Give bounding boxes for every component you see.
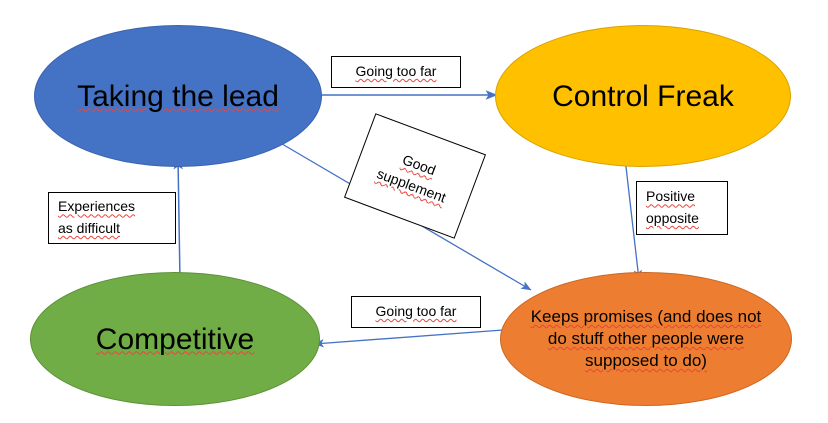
node-competitive[interactable]: Competitive xyxy=(30,272,320,406)
edge-label-positive-opposite-text: Positive opposite xyxy=(646,188,699,226)
edge-label-going-too-far-bottom-text: Going too far xyxy=(375,303,457,320)
node-keeps-promises[interactable]: Keeps promises (and does not do stuff ot… xyxy=(500,272,792,406)
node-taking-the-lead-label: Taking the lead xyxy=(77,79,279,113)
node-competitive-label: Competitive xyxy=(95,322,255,356)
edge-keeps-promises-to-competitive xyxy=(313,329,504,348)
edge-label-experiences-as-difficult[interactable]: Experiences as difficult xyxy=(48,192,176,244)
edge-label-good-supplement-text: Good supplement xyxy=(374,151,449,206)
node-control-freak[interactable]: Control Freak xyxy=(495,25,791,167)
edge-label-going-too-far-bottom[interactable]: Going too far xyxy=(351,296,481,328)
node-control-freak-label: Control Freak xyxy=(552,79,734,113)
edge-label-going-too-far-top-text: Going too far xyxy=(355,63,437,80)
node-keeps-promises-label: Keeps promises (and does not do stuff ot… xyxy=(530,306,762,371)
edge-competitive-to-taking-the-lead xyxy=(173,157,183,282)
node-taking-the-lead[interactable]: Taking the lead xyxy=(34,25,322,167)
edge-label-going-too-far-top[interactable]: Going too far xyxy=(331,56,461,88)
edge-control-freak-to-keeps-promises xyxy=(624,157,643,281)
edge-label-positive-opposite[interactable]: Positive opposite xyxy=(636,181,728,235)
edge-label-experiences-as-difficult-text: Experiences as difficult xyxy=(58,198,136,236)
